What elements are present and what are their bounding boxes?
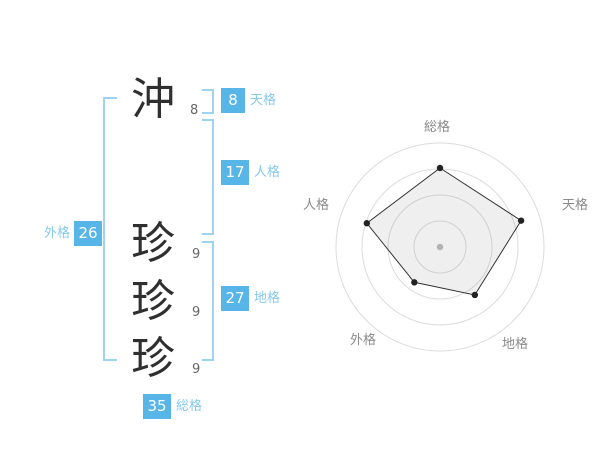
radar-chart bbox=[335, 142, 545, 352]
gaikaku-label: 外格 bbox=[44, 226, 71, 241]
jinkaku-bracket bbox=[202, 119, 214, 235]
tenkaku-bracket bbox=[202, 89, 214, 114]
radar-label-chikaku: 地格 bbox=[502, 337, 529, 352]
soukaku-badge: 35 bbox=[143, 394, 171, 419]
stroke-count-1: 8 bbox=[190, 103, 199, 118]
tenkaku-badge: 8 bbox=[221, 88, 245, 113]
chikaku-badge: 27 bbox=[221, 286, 249, 311]
soukaku-label: 総格 bbox=[176, 399, 203, 414]
chikaku-bracket bbox=[202, 241, 214, 361]
chikaku-label: 地格 bbox=[254, 291, 281, 306]
radar-label-gaikaku: 外格 bbox=[350, 333, 377, 348]
stroke-count-3: 9 bbox=[192, 305, 201, 320]
radar-label-jinkaku: 人格 bbox=[303, 198, 330, 213]
tenkaku-label: 天格 bbox=[250, 93, 277, 108]
radar-label-tenkaku: 天格 bbox=[562, 198, 589, 213]
jinkaku-label: 人格 bbox=[254, 165, 281, 180]
name-char-1: 沖 bbox=[131, 74, 175, 125]
name-char-4: 珍 bbox=[131, 333, 175, 384]
gaikaku-bracket bbox=[103, 97, 117, 361]
gaikaku-badge: 26 bbox=[74, 221, 102, 246]
stroke-count-4: 9 bbox=[192, 362, 201, 377]
name-char-3: 珍 bbox=[131, 276, 175, 327]
stroke-count-2: 9 bbox=[192, 247, 201, 262]
radar-label-soukaku: 総格 bbox=[424, 120, 451, 135]
name-char-2: 珍 bbox=[131, 218, 175, 269]
jinkaku-badge: 17 bbox=[221, 160, 249, 185]
